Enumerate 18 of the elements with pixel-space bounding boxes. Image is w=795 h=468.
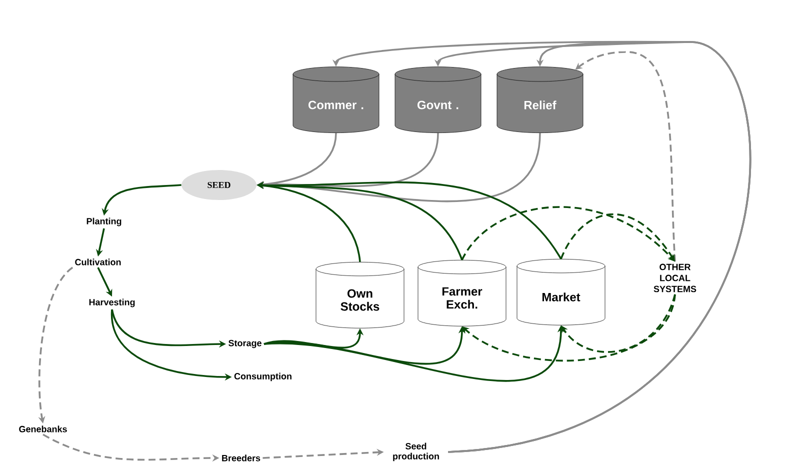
- cylinder: Relief: [496, 66, 584, 134]
- step-label: Cultivation: [75, 258, 121, 266]
- step-label: Seed production: [393, 442, 439, 462]
- arrow: [561, 294, 676, 353]
- cylinder: Govnt .: [394, 66, 482, 134]
- arrow: [462, 294, 676, 362]
- step-label: Harvesting: [89, 298, 135, 308]
- step-label: Planting: [86, 218, 122, 226]
- step-label: Genebanks: [19, 426, 67, 432]
- cylinder: Own Stocks: [316, 262, 404, 328]
- step-label: OTHER LOCAL SYSTEMS: [654, 264, 696, 292]
- cylinder: Commer .: [292, 66, 380, 134]
- step-label: Storage: [228, 340, 262, 348]
- ellipse-node: SEED: [182, 170, 256, 200]
- cylinder: Market: [516, 258, 606, 326]
- step-label: Breeders: [222, 454, 260, 462]
- step-label: Consumption: [234, 372, 292, 382]
- cylinder: Farmer Exch.: [418, 260, 506, 326]
